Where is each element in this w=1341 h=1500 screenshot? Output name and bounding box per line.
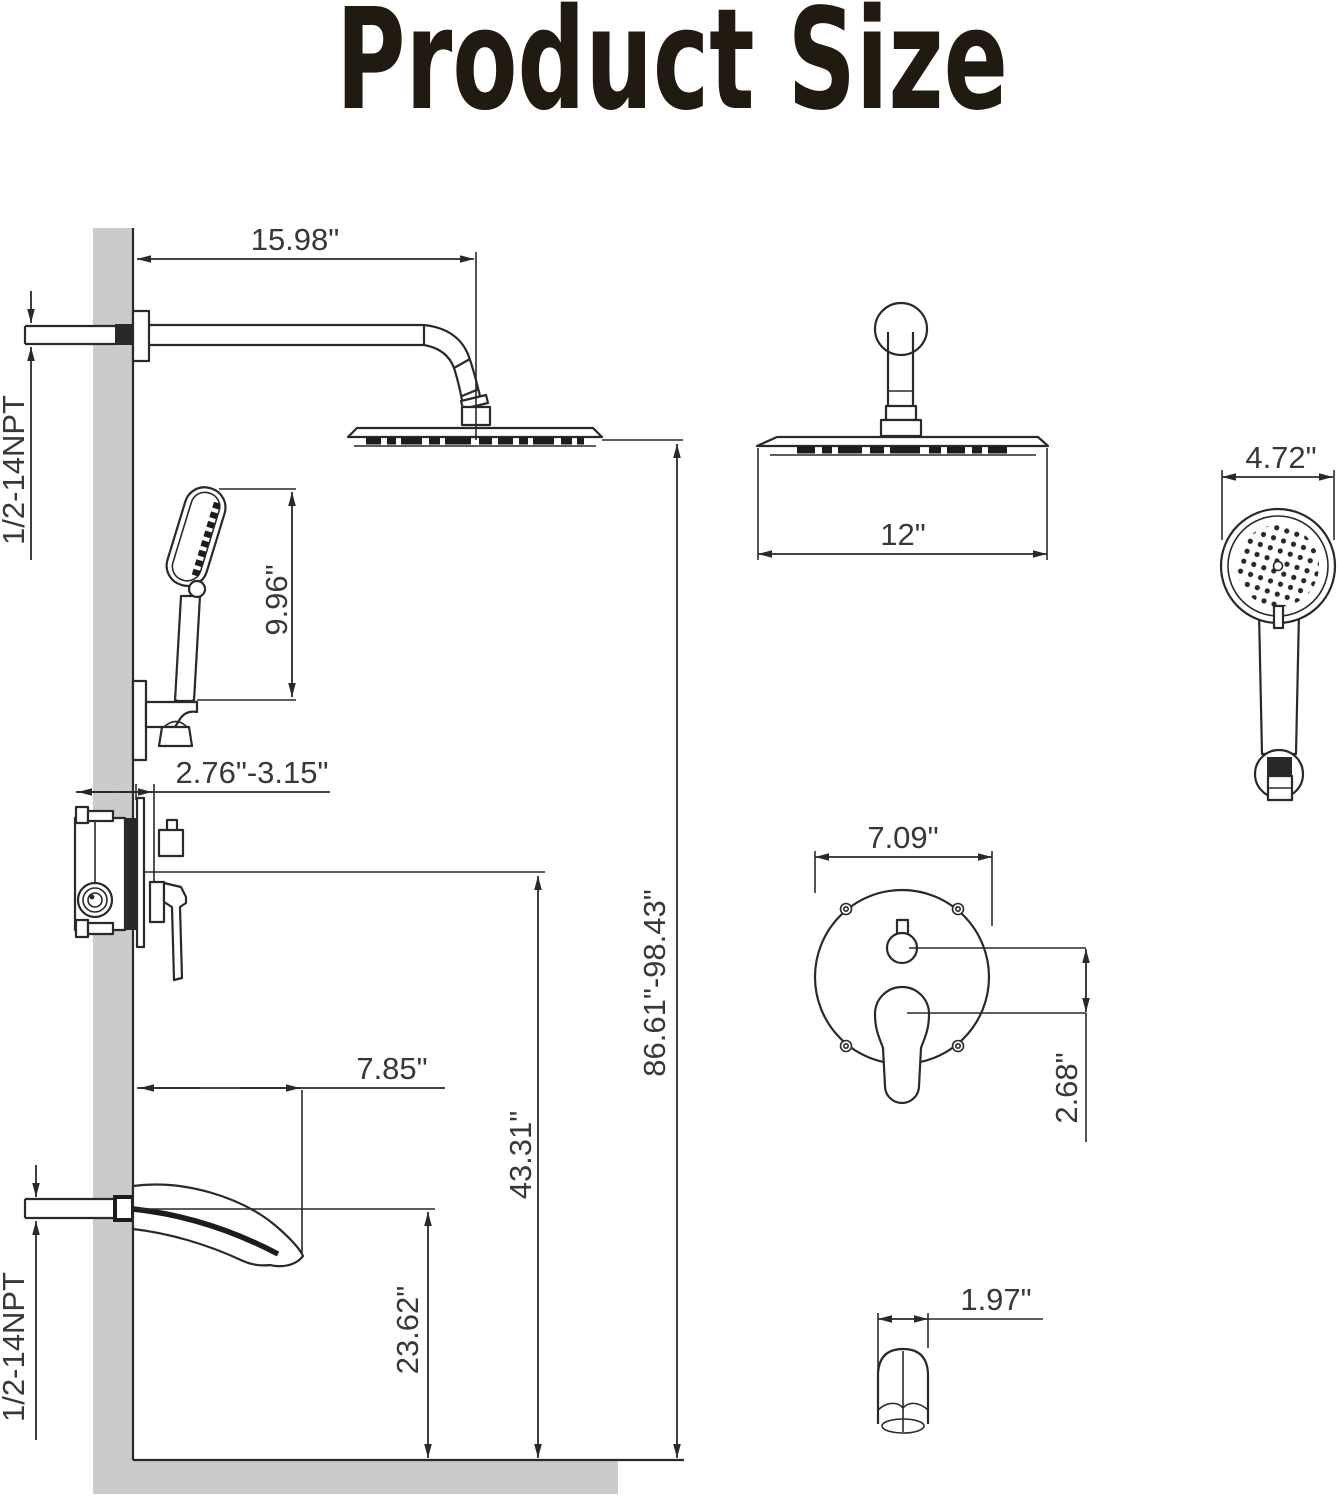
valve-trim-width-label: 7.09"	[867, 820, 938, 855]
handheld-width-label: 4.72"	[1245, 440, 1316, 475]
arm-flange	[873, 301, 929, 357]
valve-side	[73, 796, 188, 982]
top-inlet-thread-label: 1/2-14NPT	[0, 395, 31, 545]
holder-wall-plate	[131, 679, 148, 762]
handheld-holder	[144, 700, 199, 729]
lever-handle-front	[873, 985, 931, 1105]
spout-reach-dimension: 7.85"	[137, 1051, 445, 1253]
rain-head-front: 12"	[755, 301, 1050, 560]
bottom-inlet-dimension: 1/2-14NPT	[0, 1165, 40, 1440]
shower-arm-side	[149, 323, 492, 427]
top-inlet-dimension: 1/2-14NPT	[0, 291, 35, 560]
overall-height-dimension: 86.61"-98.43"	[602, 439, 683, 1458]
valve-depth-label: 2.76"-3.15"	[175, 755, 328, 790]
valve-height-label: 43.31"	[503, 1111, 538, 1200]
mode-slider	[1272, 604, 1285, 630]
control-spacing-label: 2.68"	[1049, 1052, 1084, 1123]
wall	[93, 228, 684, 1494]
diverter-knob-side	[157, 828, 185, 858]
floor	[93, 1460, 618, 1494]
valve-depth-dimension: 2.76"-3.15"	[76, 755, 330, 883]
arm-escutcheon	[131, 309, 151, 363]
bottom-inlet-thread-label: 1/2-14NPT	[0, 1272, 31, 1422]
valve-height-dimension: 43.31"	[144, 871, 545, 1458]
spout-height-dimension: 23.62"	[133, 1208, 435, 1458]
valve-trim-edge	[135, 796, 146, 949]
spout-wall-fitting	[113, 1195, 135, 1222]
rain-head-side	[346, 426, 604, 447]
arm-length-label: 15.98"	[251, 222, 340, 257]
wall-fitting	[115, 324, 133, 345]
top-inlet-pipe	[23, 309, 151, 363]
handheld-front: 4.72"	[1219, 440, 1337, 802]
trim-screws	[839, 902, 965, 1053]
handheld-side	[131, 486, 227, 762]
lever-handle-side	[162, 881, 188, 982]
page-title: Product Size	[336, 0, 1008, 142]
rain-head-width-label: 12"	[880, 517, 926, 552]
tub-spout-end: 1.97"	[876, 1282, 1043, 1434]
handheld-height-label: 9.96"	[259, 564, 294, 635]
spout-reach-label: 7.85"	[356, 1051, 427, 1086]
handheld-pivot	[187, 579, 207, 599]
handheld-handle	[1257, 610, 1301, 756]
overall-height-label: 86.61"-98.43"	[637, 889, 672, 1076]
spout-height-label: 23.62"	[390, 1286, 425, 1375]
spout-end-width-label: 1.97"	[960, 1282, 1031, 1317]
handheld-height-dimension: 9.96"	[197, 488, 296, 701]
arm-length-dimension: 15.98"	[137, 222, 477, 440]
tub-spout-side	[23, 1183, 305, 1268]
valve-front: 7.09" 2.68"	[813, 820, 1090, 1142]
